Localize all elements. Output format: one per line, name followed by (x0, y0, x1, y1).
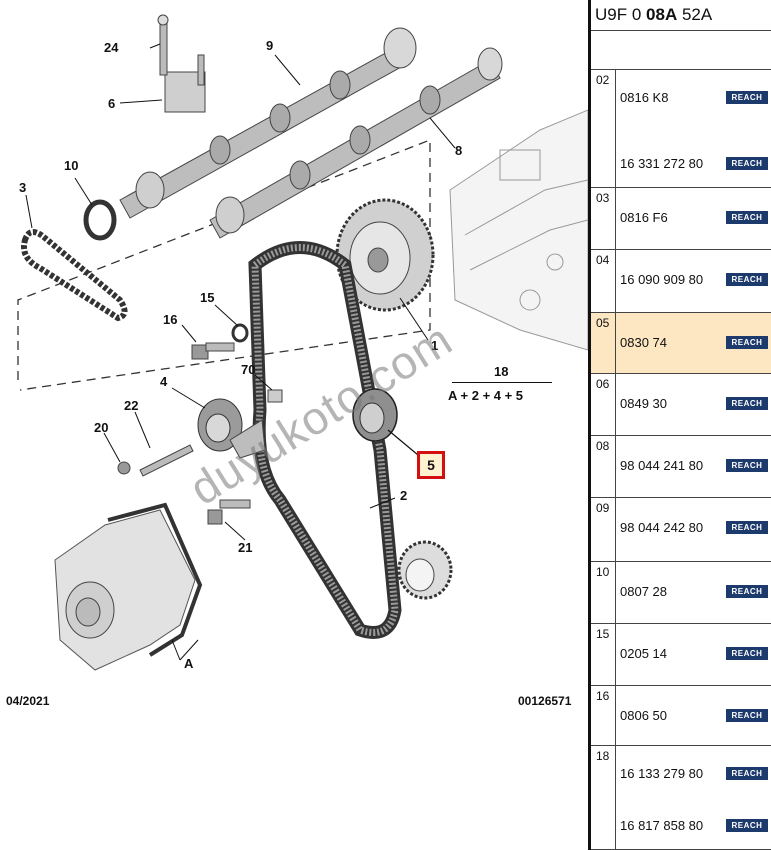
part-reference[interactable]: 0816 F6 (620, 210, 668, 225)
part-reference[interactable]: 0816 K8 (620, 90, 669, 105)
group-number: 06 (591, 374, 616, 435)
reference-group-10[interactable]: 10 0807 28 REACH (591, 562, 771, 624)
reference-group-05[interactable]: 05 0830 74 REACH (591, 313, 771, 374)
revision-date: 04/2021 (6, 694, 50, 708)
group-number: 15 (591, 624, 616, 685)
timing-belt-drawing (248, 241, 402, 639)
reach-badge: REACH (726, 819, 768, 832)
model-bold: 08A (646, 5, 678, 24)
reference-group-04[interactable]: 04 16 090 909 80 REACH (591, 250, 771, 313)
reach-badge: REACH (726, 521, 768, 534)
reference-group-08[interactable]: 08 98 044 241 80 REACH (591, 436, 771, 498)
engine-head-drawing (449, 109, 588, 351)
chain-drawing (21, 229, 128, 322)
document-id: 00126571 (518, 694, 572, 708)
part-reference[interactable]: 98 044 241 80 (620, 458, 704, 473)
part-reference[interactable]: 0205 14 (620, 646, 667, 661)
callout-21[interactable]: 21 (238, 540, 253, 555)
group-number: 03 (591, 188, 616, 249)
callout-8[interactable]: 8 (455, 143, 463, 158)
idler-roller-drawing (352, 388, 419, 456)
reach-badge: REACH (726, 459, 768, 472)
reach-badge: REACH (726, 647, 768, 660)
reference-group-16[interactable]: 16 0806 50 REACH (591, 686, 771, 746)
callout-2[interactable]: 2 (400, 488, 408, 503)
callout-10[interactable]: 10 (64, 158, 79, 173)
model-suffix: 52A (677, 5, 713, 24)
screw-drawing (207, 499, 251, 525)
model-code: U9F 0 08A 52A (591, 0, 771, 31)
callout-16[interactable]: 16 (163, 312, 178, 327)
water-pump-drawing (54, 502, 203, 671)
dashed-boundary (17, 139, 431, 391)
callout-22[interactable]: 22 (124, 398, 139, 413)
reference-group-09[interactable]: 09 98 044 242 80 REACH (591, 498, 771, 562)
callout-4[interactable]: 4 (160, 374, 168, 389)
part-reference[interactable]: 16 133 279 80 (620, 766, 704, 781)
crank-sprocket-drawing (397, 540, 453, 600)
exploded-parts-diagram: 24 9 6 8 10 3 1 15 16 70 18 4 22 20 2 21… (6, 14, 588, 708)
reference-group-02[interactable]: 02 0816 K8 REACH 16 331 272 80 REACH (591, 70, 771, 188)
reach-badge: REACH (726, 709, 768, 722)
part-reference[interactable]: 98 044 242 80 (620, 520, 704, 535)
reach-badge: REACH (726, 91, 768, 104)
panel-spacer (591, 31, 771, 70)
group-number: 18 (591, 746, 616, 849)
callout-70[interactable]: 70 (241, 362, 256, 377)
reach-badge: REACH (726, 585, 768, 598)
callout-9[interactable]: 9 (266, 38, 274, 53)
camshaft-upper-drawing (119, 27, 417, 219)
part-reference[interactable]: 0849 30 (620, 396, 667, 411)
part-reference[interactable]: 0806 50 (620, 708, 667, 723)
camshaft-lower-drawing (209, 47, 503, 239)
part-reference[interactable]: 0807 28 (620, 584, 667, 599)
callout-6[interactable]: 6 (108, 96, 116, 111)
reach-badge: REACH (726, 273, 768, 286)
callout-A[interactable]: A (184, 656, 194, 671)
callout-1[interactable]: 1 (431, 338, 439, 353)
group-number: 04 (591, 250, 616, 312)
callout-5-selected[interactable]: 5 (417, 451, 445, 479)
bolt-drawing (191, 323, 249, 360)
formula-bar (452, 382, 552, 383)
callout-24[interactable]: 24 (104, 40, 119, 55)
reference-group-18[interactable]: 18 16 133 279 80 REACH 16 817 858 80 REACH (591, 746, 771, 850)
part-reference[interactable]: 0830 74 (620, 335, 667, 350)
callout-20[interactable]: 20 (94, 420, 109, 435)
group-number: 08 (591, 436, 616, 497)
part-reference[interactable]: 16 090 909 80 (620, 272, 704, 287)
kit-formula: A + 2 + 4 + 5 (448, 388, 524, 403)
group-number: 10 (591, 562, 616, 623)
group-number: 05 (591, 313, 616, 373)
model-prefix: U9F 0 (595, 5, 647, 24)
tensioner-drawing (197, 398, 266, 459)
callout-15[interactable]: 15 (200, 290, 215, 305)
reference-group-03[interactable]: 03 0816 F6 REACH (591, 188, 771, 250)
leader-lines (25, 43, 456, 661)
reach-badge: REACH (726, 767, 768, 780)
reach-badge: REACH (726, 157, 768, 170)
diagram-drawing (17, 14, 588, 671)
reach-badge: REACH (726, 336, 768, 349)
group-number: 09 (591, 498, 616, 561)
reference-group-15[interactable]: 15 0205 14 REACH (591, 624, 771, 686)
part-reference[interactable]: 16 817 858 80 (620, 818, 704, 833)
group-number: 02 (591, 70, 616, 187)
camshaft-pulley-drawing (335, 198, 435, 312)
sensor-drawing (157, 14, 206, 113)
callout-3[interactable]: 3 (19, 180, 27, 195)
callout-18[interactable]: 18 (494, 364, 509, 379)
stud-drawing (117, 389, 283, 477)
reach-badge: REACH (726, 397, 768, 410)
part-reference[interactable]: 16 331 272 80 (620, 156, 704, 171)
reference-group-06[interactable]: 06 0849 30 REACH (591, 374, 771, 436)
oil-seal-drawing (83, 199, 117, 241)
reach-badge: REACH (726, 211, 768, 224)
group-number: 16 (591, 686, 616, 745)
parts-reference-panel: U9F 0 08A 52A 02 0816 K8 REACH 16 331 272 8… (588, 0, 771, 850)
